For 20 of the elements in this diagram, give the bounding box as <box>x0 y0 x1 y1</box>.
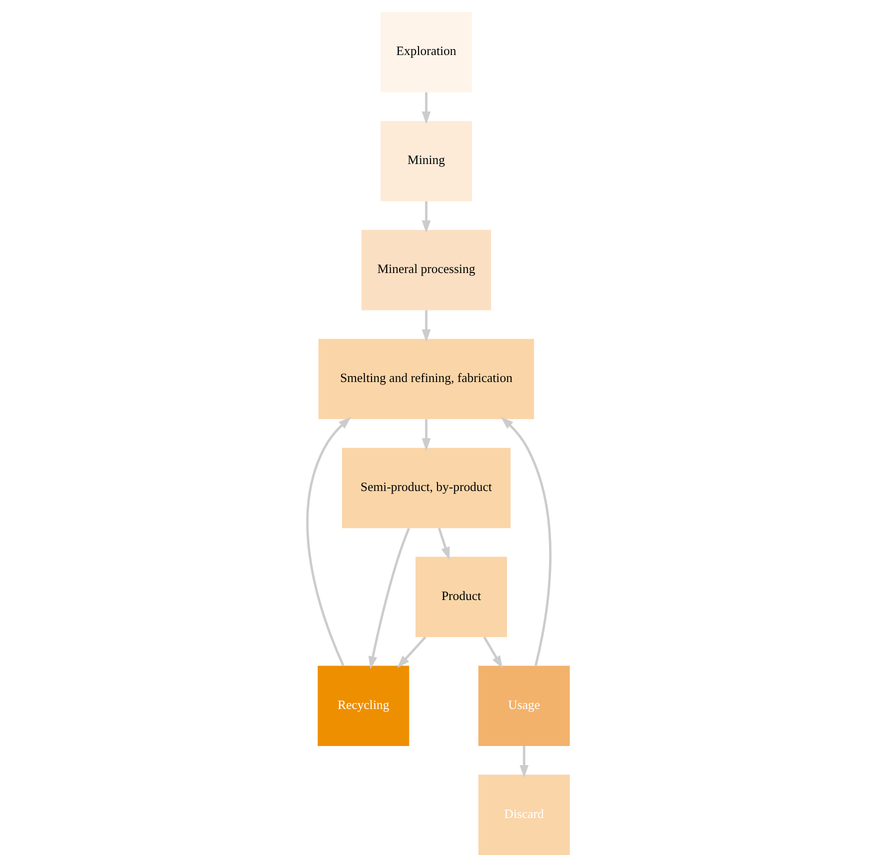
arrow <box>421 419 430 452</box>
node-box: Smelting and refining, fabrication <box>318 338 534 420</box>
arrow <box>421 310 430 342</box>
arrow <box>437 528 450 560</box>
node-box: Semi-product, by-product <box>341 448 510 528</box>
arrow <box>482 636 502 668</box>
node-box: Recycling <box>317 666 409 746</box>
node-box: Product <box>415 556 506 638</box>
arrow <box>396 636 426 668</box>
node-box: Discard <box>478 774 570 855</box>
node-box: Usage <box>478 666 570 746</box>
arrow <box>421 201 430 234</box>
node-box: Mineral processing <box>360 230 491 310</box>
arrow <box>421 92 430 124</box>
arrow <box>368 528 410 670</box>
arrow <box>306 416 351 666</box>
node-box: Mining <box>380 120 472 202</box>
arrow <box>519 746 528 778</box>
node-box: Exploration <box>380 12 472 92</box>
arrow <box>500 416 551 666</box>
